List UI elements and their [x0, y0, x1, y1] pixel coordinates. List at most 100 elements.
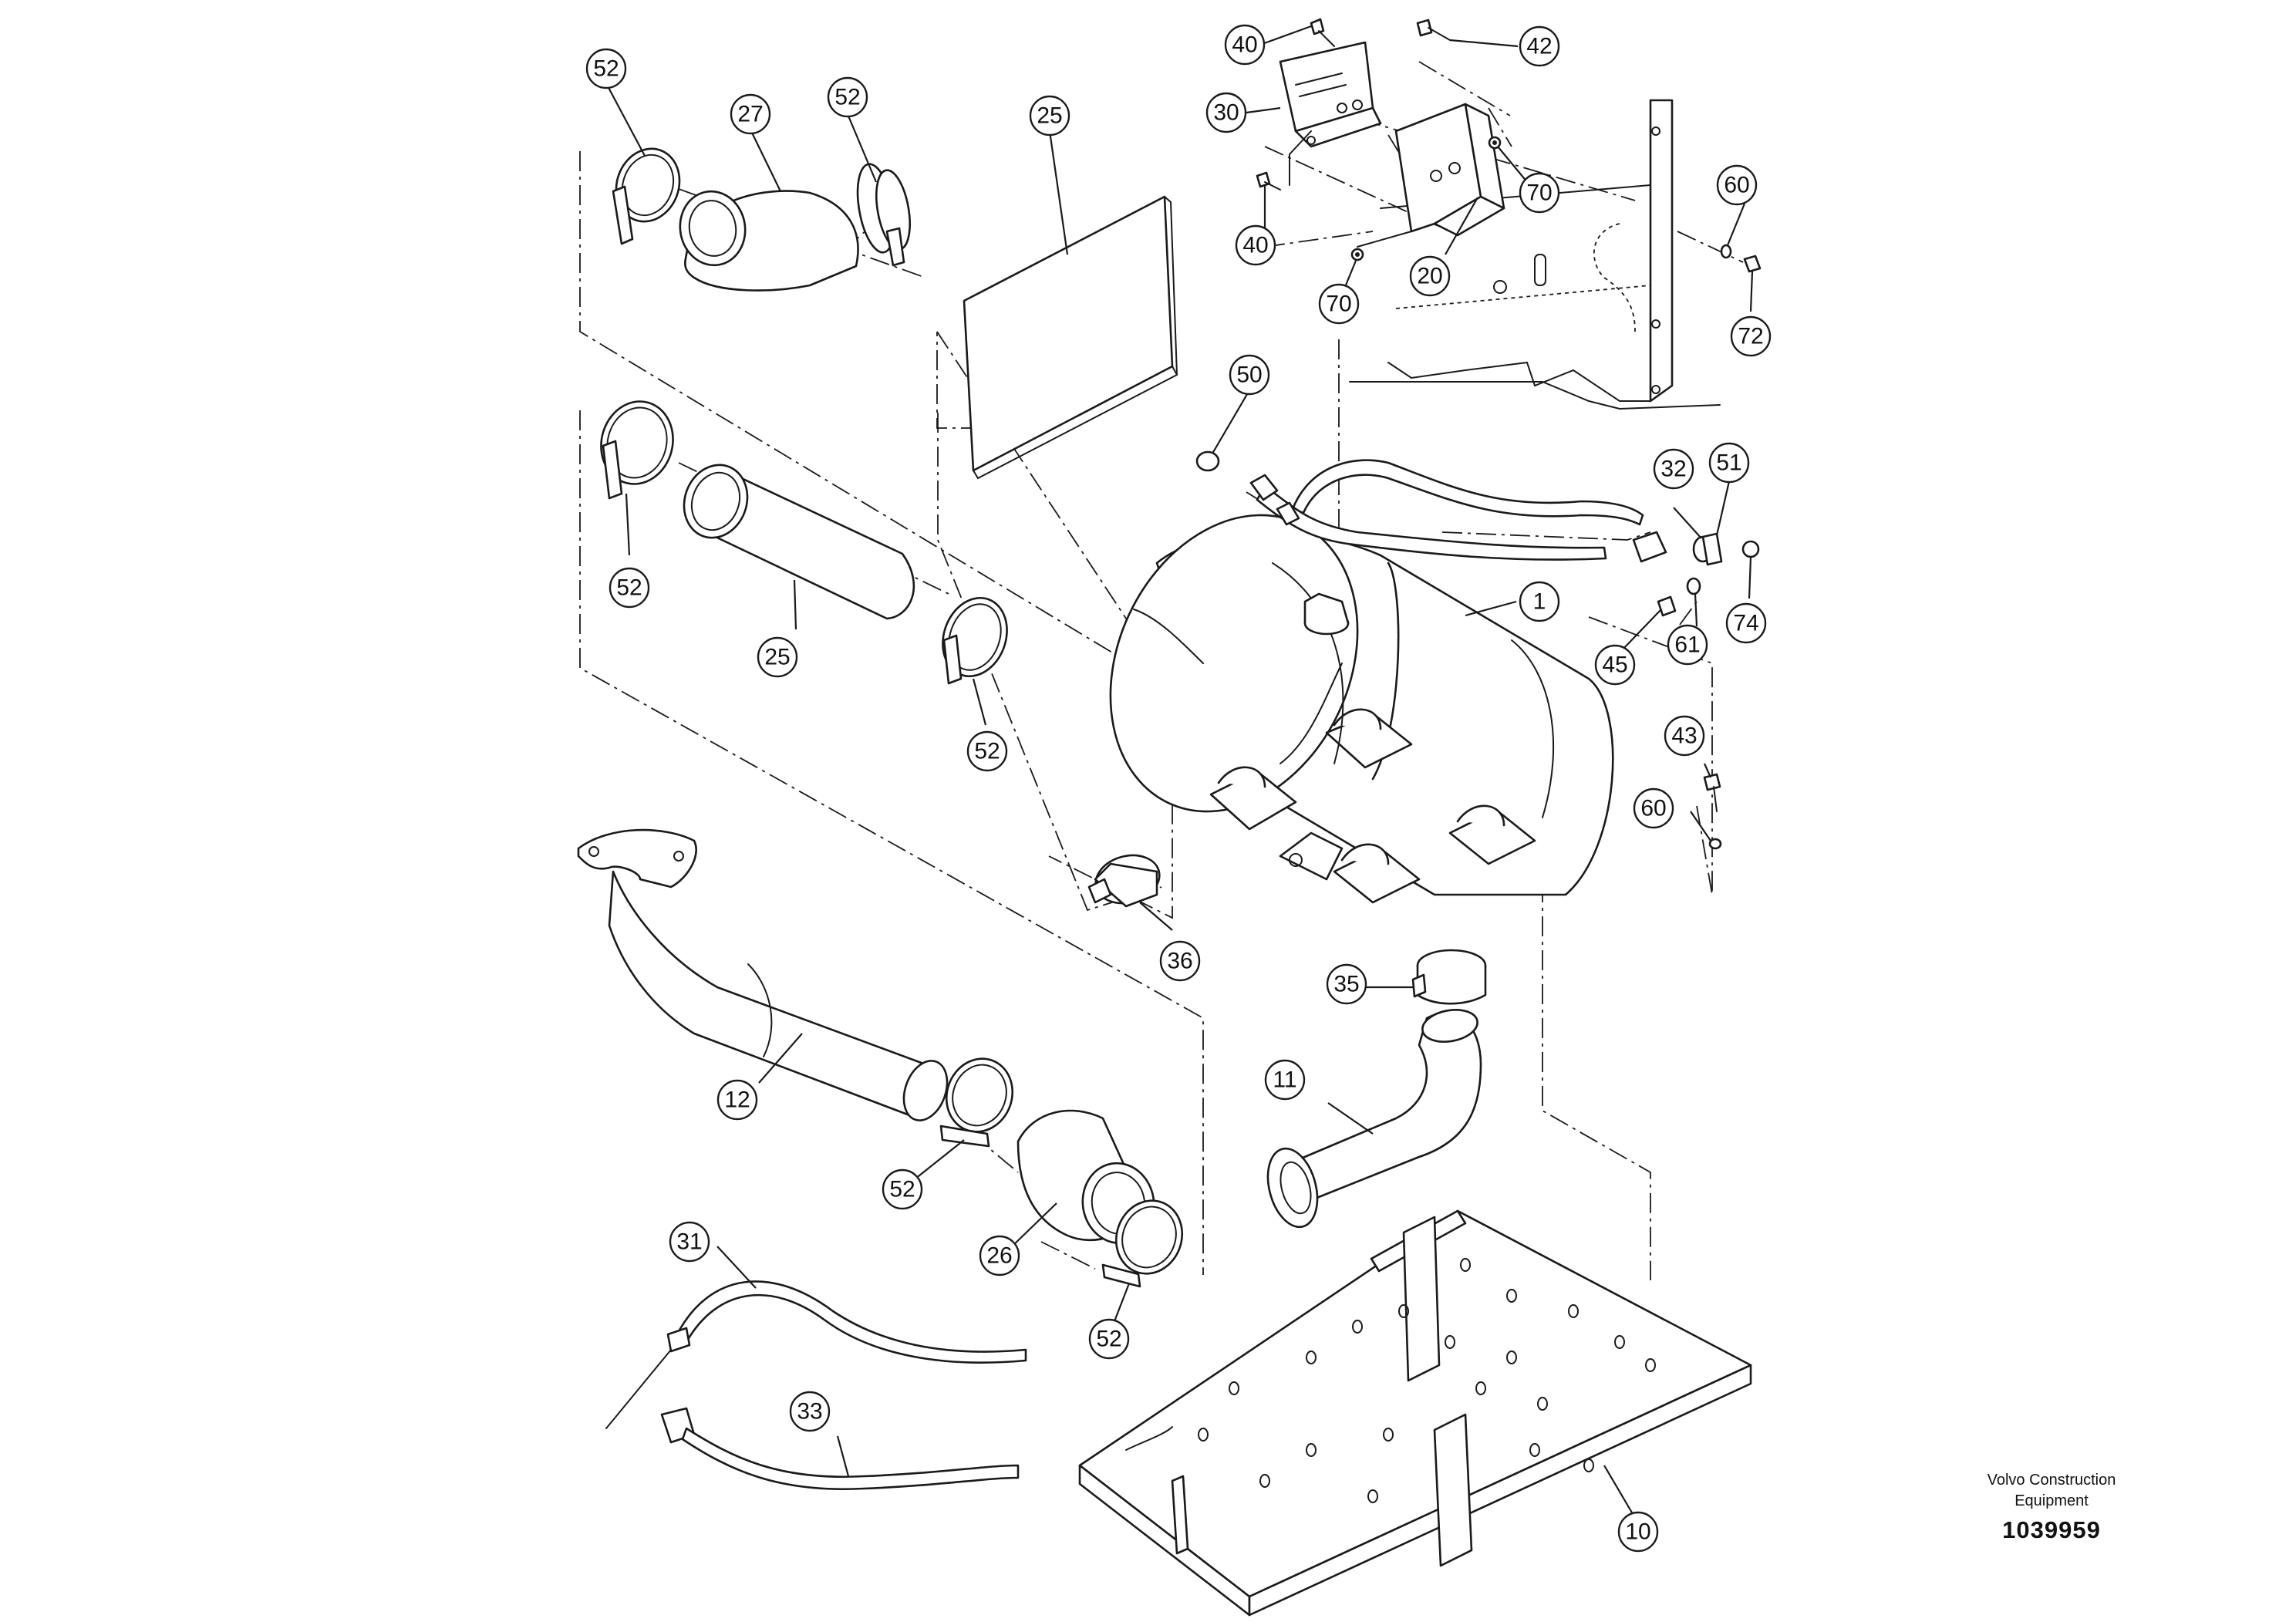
- callout-40: 40: [1224, 24, 1266, 66]
- callout-20: 20: [1409, 255, 1451, 297]
- callout-32: 32: [1653, 448, 1694, 490]
- callout-30: 30: [1205, 92, 1247, 133]
- callout-70: 70: [1318, 283, 1360, 325]
- svg-text:12: 12: [724, 1088, 750, 1113]
- callout-60: 60: [1716, 164, 1758, 206]
- callout-12: 12: [716, 1079, 758, 1121]
- plate-stud: [1475, 1381, 1486, 1395]
- lower-hose-assembly: [939, 1057, 1184, 1288]
- bolt-43: [1703, 773, 1722, 850]
- callout-bubbles: 52 27 52 25 40 42 30 70 60 40 20 70 72 5…: [585, 24, 1772, 1553]
- svg-text:40: 40: [1242, 233, 1268, 258]
- clamps-36-35: [1087, 854, 1487, 1005]
- sensor-cable-33: [660, 1407, 1020, 1491]
- svg-text:35: 35: [1333, 972, 1359, 997]
- rear-frame-panel: [1349, 99, 1721, 410]
- callout-10: 10: [1617, 1511, 1659, 1553]
- svg-text:30: 30: [1213, 100, 1239, 126]
- svg-text:52: 52: [889, 1177, 915, 1202]
- callout-50: 50: [1229, 354, 1270, 396]
- plate-stud: [1229, 1381, 1239, 1395]
- plate-stud: [1506, 1289, 1517, 1303]
- callout-40: 40: [1235, 224, 1276, 266]
- svg-text:25: 25: [1037, 103, 1062, 129]
- svg-text:61: 61: [1674, 632, 1700, 658]
- drawing-number: 1039959: [2002, 1516, 2101, 1543]
- callout-72: 72: [1730, 315, 1772, 357]
- callout-52: 52: [882, 1168, 923, 1210]
- middle-pipe-assembly: [600, 400, 1008, 685]
- svg-text:27: 27: [737, 102, 763, 127]
- plate-stud: [1367, 1489, 1378, 1503]
- callout-27: 27: [730, 93, 771, 135]
- exhaust-sensor-tube: [1195, 450, 1760, 617]
- svg-text:52: 52: [616, 575, 642, 601]
- svg-text:32: 32: [1660, 457, 1686, 482]
- plate-stud: [1306, 1443, 1317, 1457]
- svg-text:70: 70: [1526, 180, 1552, 206]
- callout-45: 45: [1594, 644, 1636, 686]
- svg-text:60: 60: [1724, 173, 1749, 198]
- svg-text:70: 70: [1326, 292, 1351, 317]
- plate-stud: [1568, 1304, 1579, 1318]
- callout-42: 42: [1519, 25, 1560, 67]
- svg-text:20: 20: [1417, 264, 1442, 289]
- svg-text:52: 52: [834, 85, 860, 110]
- base-plate: [1078, 1209, 1752, 1617]
- insulation-sheet: [963, 195, 1178, 480]
- plate-stud: [1352, 1320, 1363, 1334]
- svg-text:60: 60: [1640, 796, 1666, 821]
- callout-25: 25: [757, 636, 798, 678]
- leader-lines: [605, 25, 1754, 1519]
- plate-stud: [1398, 1304, 1409, 1318]
- plate-stud: [1383, 1428, 1394, 1442]
- svg-text:36: 36: [1167, 949, 1192, 974]
- upper-elbow-assembly: [612, 147, 911, 292]
- svg-text:42: 42: [1526, 34, 1552, 59]
- svg-text:33: 33: [797, 1399, 822, 1425]
- callout-1: 1: [1519, 581, 1560, 622]
- plate-stud: [1645, 1358, 1656, 1372]
- plate-stud: [1583, 1458, 1594, 1472]
- plate-stud: [1259, 1474, 1270, 1488]
- callout-33: 33: [789, 1391, 831, 1432]
- svg-text:74: 74: [1733, 611, 1758, 636]
- svg-text:45: 45: [1602, 653, 1627, 678]
- svg-text:52: 52: [1096, 1327, 1121, 1352]
- svg-text:52: 52: [593, 56, 619, 82]
- plate-stud: [1537, 1397, 1548, 1411]
- manufacturer-name-line2: Equipment: [2014, 1492, 2089, 1509]
- callout-26: 26: [979, 1235, 1020, 1276]
- callout-35: 35: [1326, 963, 1367, 1005]
- muffler: [1109, 514, 1614, 904]
- sensor-cable-31: [605, 1280, 1027, 1429]
- svg-text:31: 31: [676, 1229, 702, 1255]
- svg-text:52: 52: [974, 739, 1000, 764]
- callout-52: 52: [1088, 1318, 1130, 1360]
- exhaust-pipe: [577, 828, 949, 1121]
- svg-text:43: 43: [1671, 723, 1697, 749]
- svg-text:51: 51: [1716, 450, 1741, 476]
- svg-text:50: 50: [1236, 363, 1262, 388]
- callout-52: 52: [609, 567, 650, 609]
- svg-text:72: 72: [1738, 324, 1763, 349]
- callout-52: 52: [966, 730, 1008, 772]
- svg-text:11: 11: [1273, 1067, 1296, 1093]
- svg-text:1: 1: [1533, 589, 1546, 615]
- svg-text:25: 25: [764, 645, 790, 670]
- plate-stud: [1614, 1335, 1625, 1349]
- callout-52: 52: [827, 76, 868, 118]
- callout-11: 11: [1264, 1059, 1306, 1101]
- svg-text:10: 10: [1625, 1519, 1650, 1545]
- callout-51: 51: [1708, 442, 1750, 484]
- callout-31: 31: [669, 1221, 710, 1263]
- callout-43: 43: [1664, 715, 1705, 757]
- callout-70: 70: [1519, 172, 1560, 214]
- mounting-brackets: [1256, 18, 1762, 273]
- plate-stud: [1198, 1428, 1209, 1442]
- tail-pipe: [1266, 1009, 1482, 1229]
- plate-stud: [1445, 1335, 1455, 1349]
- callout-74: 74: [1725, 602, 1767, 644]
- plate-stud: [1506, 1351, 1517, 1364]
